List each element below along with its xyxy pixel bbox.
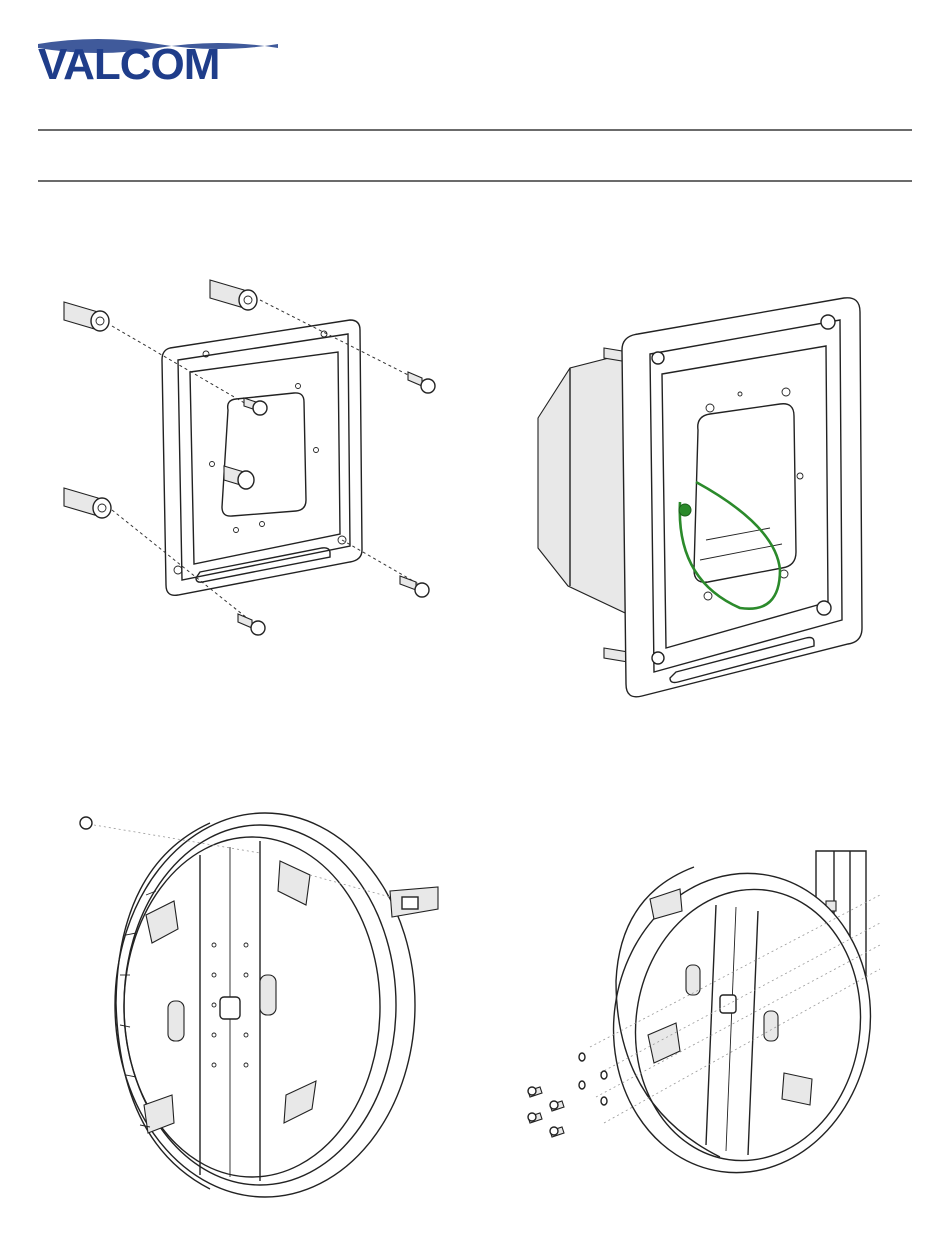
round-bezel-with-bracket-illustration [520, 845, 900, 1175]
valcom-logo: VALCOM [38, 36, 278, 82]
valcom-logo-graphic: VALCOM [38, 36, 278, 82]
header-divider-bottom [38, 180, 912, 182]
figure-round-bezel-bracket [520, 845, 900, 1175]
exploded-mounting-box-illustration [50, 260, 460, 650]
figure-wall-box-assembled [530, 290, 870, 700]
header-divider-top [38, 129, 912, 131]
logo-text: VALCOM [38, 40, 219, 82]
figure-wall-box-exploded [50, 260, 460, 650]
figure-round-bezel-front [60, 805, 450, 1200]
mounted-box-with-highlight-illustration [530, 290, 870, 700]
round-bezel-with-clip-illustration [60, 805, 450, 1200]
